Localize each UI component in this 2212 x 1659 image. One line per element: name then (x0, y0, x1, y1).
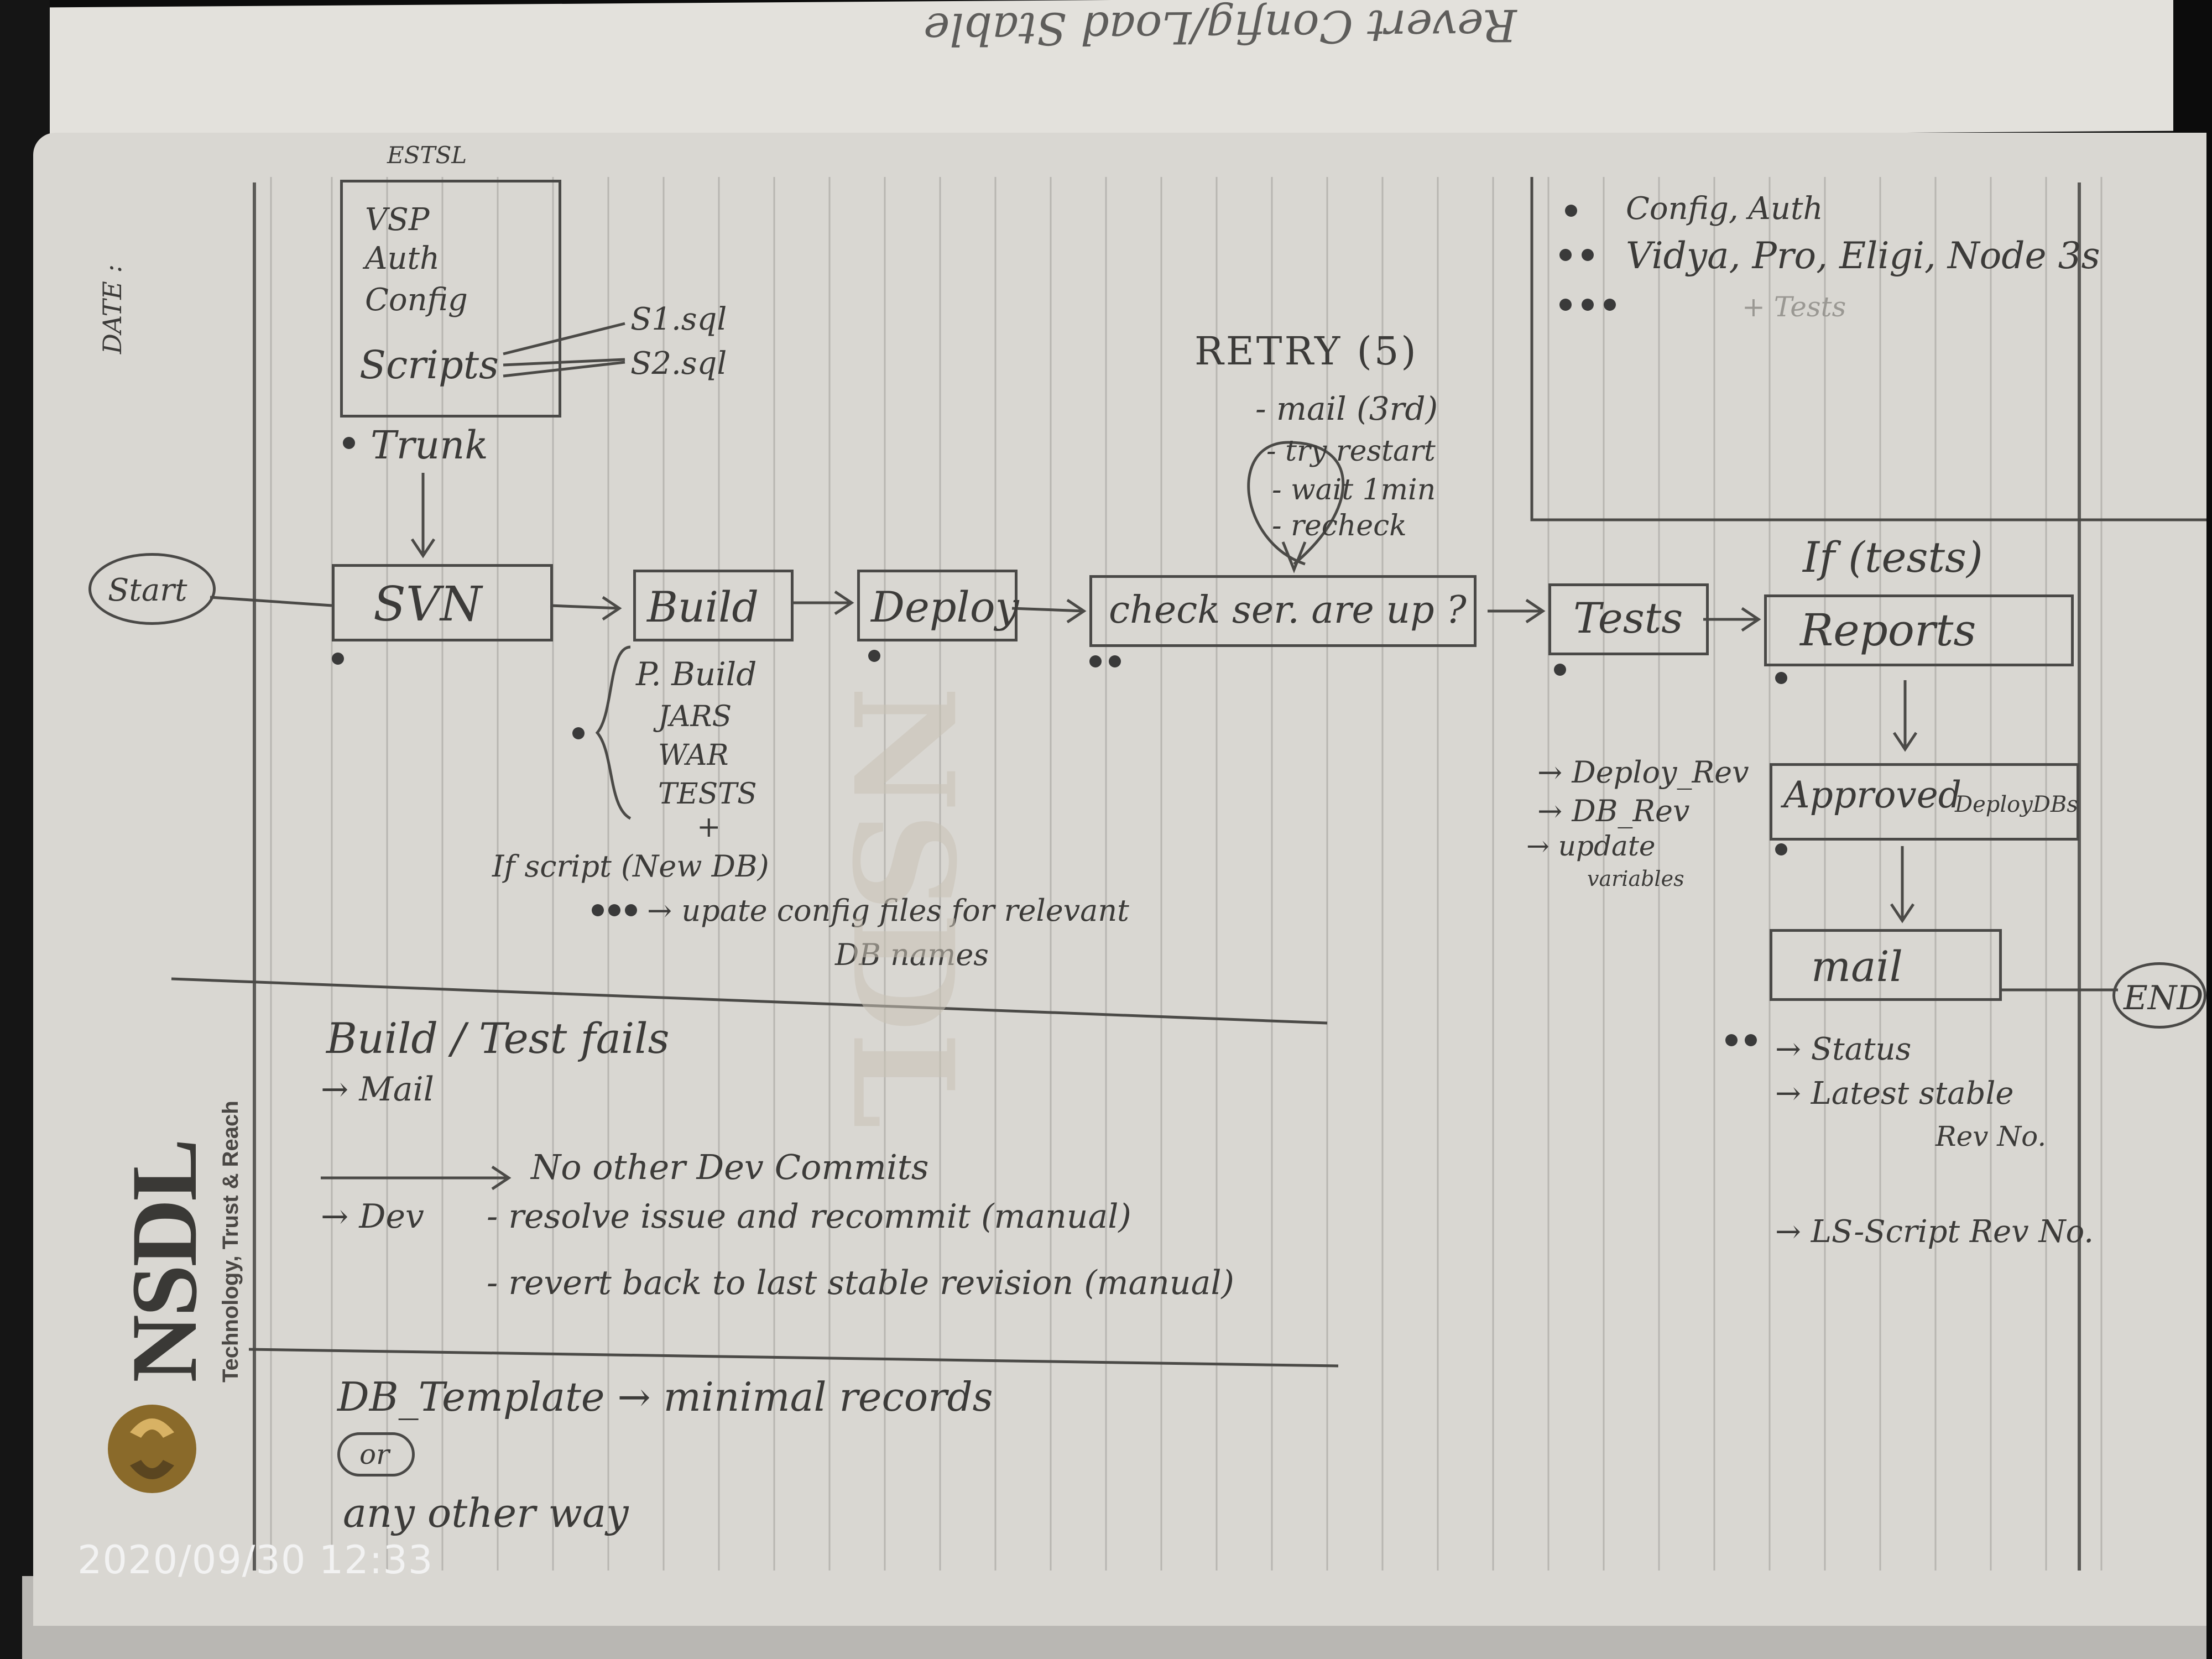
trunk-label: Trunk (371, 422, 488, 468)
db-other: any other way (343, 1490, 629, 1536)
bullet-dot (332, 653, 344, 665)
script-condition: If script (New DB) (492, 849, 769, 884)
repo-header: ESTSL (387, 142, 467, 169)
or-label: or (359, 1438, 390, 1470)
build-label: Build (647, 582, 759, 632)
notebook-page: DATE : ESTSL VSP Auth Config Scripts S1.… (33, 133, 2206, 1626)
build-box: Build (633, 570, 794, 641)
retry-step: - mail (3rd) (1255, 390, 1438, 427)
photo-timestamp: 2020/09/30 12:33 (77, 1537, 434, 1583)
repo-item: Config (365, 282, 468, 318)
legend-line: Config, Auth (1626, 191, 1823, 227)
fail-option: - revert back to last stable revision (m… (487, 1264, 1234, 1302)
mail-note: → Latest stable (1775, 1076, 2014, 1112)
mail-box: mail (1770, 929, 2002, 1001)
retry-title: RETRY (5) (1194, 328, 1418, 374)
watermark: NSDL (822, 686, 984, 1129)
build-note: TESTS (658, 778, 757, 811)
repo-item: Scripts (359, 342, 499, 388)
bullet-dot (1745, 1034, 1757, 1046)
deploy-note: → DB_Rev (1537, 794, 1690, 828)
deploy-note: → Deploy_Rev (1537, 755, 1749, 790)
repo-item: Auth (365, 241, 440, 276)
if-tests: If (tests) (1803, 533, 1983, 582)
bullet-dot (608, 904, 620, 916)
reports-box: Reports (1764, 594, 2074, 666)
fail-mail: → Mail (321, 1070, 434, 1109)
bullet-dot (625, 904, 637, 916)
bullet-dot (572, 727, 585, 739)
nsdl-logo-icon (108, 1405, 196, 1493)
bullet-dot (1725, 1034, 1738, 1046)
bullet-dot (1554, 664, 1566, 676)
deploy-note: → update (1526, 830, 1656, 862)
script-file: S2.sql (630, 346, 727, 382)
mail-note: Rev No. (1936, 1120, 2047, 1152)
start-label: Start (108, 572, 187, 608)
top-page-text: Revert Config/Load Stable (924, 0, 1517, 55)
date-label: DATE : (97, 264, 127, 354)
build-note: P. Build (636, 655, 757, 693)
bullet-dot (1775, 672, 1787, 684)
legend-line: + Tests (1742, 291, 1846, 323)
bullet-dot (868, 650, 880, 662)
build-note: WAR (658, 739, 729, 772)
script-action: → upate config files for relevant (647, 893, 1129, 928)
fail-option: - resolve issue and recommit (manual) (487, 1197, 1131, 1236)
approved-sub: DeployDBs (1955, 792, 2078, 817)
approved-label: Approved (1783, 774, 1962, 816)
plus-sign: + (697, 811, 721, 844)
bullet-dot (1089, 655, 1102, 667)
legend-dot (1582, 299, 1594, 311)
repo-item: VSP (365, 202, 430, 238)
bullet-dot (1775, 843, 1787, 855)
svn-box: SVN (332, 564, 553, 641)
mail-note: → LS-Script Rev No. (1775, 1214, 2094, 1250)
bullet-dot (1109, 655, 1121, 667)
db-template: DB_Template → minimal records (337, 1374, 993, 1420)
legend-dot (1604, 299, 1616, 311)
end-node: END (2112, 962, 2206, 1029)
retry-step: - recheck (1272, 509, 1407, 542)
deploy-note: variables (1587, 867, 1684, 891)
retry-step: - wait 1min (1272, 473, 1436, 507)
script-action-cont: DB names (835, 937, 989, 972)
approved-box: Approved DeployDBs (1770, 763, 2079, 841)
check-label: check ser. are up ? (1109, 588, 1467, 632)
start-node: Start (88, 553, 216, 625)
tests-box: Tests (1548, 583, 1709, 655)
end-label: END (2124, 979, 2204, 1018)
legend-dot (1565, 205, 1577, 217)
page-rules (171, 177, 2206, 1571)
repo-box: VSP Auth Config Scripts (340, 180, 561, 418)
svn-label: SVN (373, 577, 482, 632)
legend-dot (1559, 299, 1572, 311)
check-services-box: check ser. are up ? (1089, 575, 1477, 647)
fail-title: Build / Test fails (326, 1014, 670, 1063)
deploy-label: Deploy (871, 582, 1019, 632)
fail-no-commits: No other Dev Commits (531, 1147, 929, 1187)
deploy-box: Deploy (857, 570, 1019, 641)
legend-dot (1582, 249, 1594, 261)
script-file: S1.sql (630, 301, 727, 337)
fail-dev: → Dev (321, 1197, 424, 1236)
legend-dot (1559, 249, 1572, 261)
tests-label: Tests (1573, 593, 1683, 643)
build-note: JARS (658, 700, 732, 733)
brand-name: NSDL (112, 1140, 216, 1383)
or-circle: or (337, 1432, 415, 1477)
legend-line: Vidya, Pro, Eligi, Node 3s (1626, 234, 2100, 277)
retry-step: - try restart (1266, 435, 1436, 468)
bullet-dot (343, 437, 355, 449)
mail-label: mail (1811, 942, 1903, 991)
previous-page: Revert Config/Load Stable (50, 0, 2173, 146)
brand-block: NSDL Technology, Trust & Reach (111, 1100, 243, 1383)
brand-tagline: Technology, Trust & Reach (218, 1100, 243, 1383)
bullet-dot (592, 904, 604, 916)
reports-label: Reports (1800, 604, 1976, 656)
mail-note: → Status (1775, 1031, 1912, 1067)
